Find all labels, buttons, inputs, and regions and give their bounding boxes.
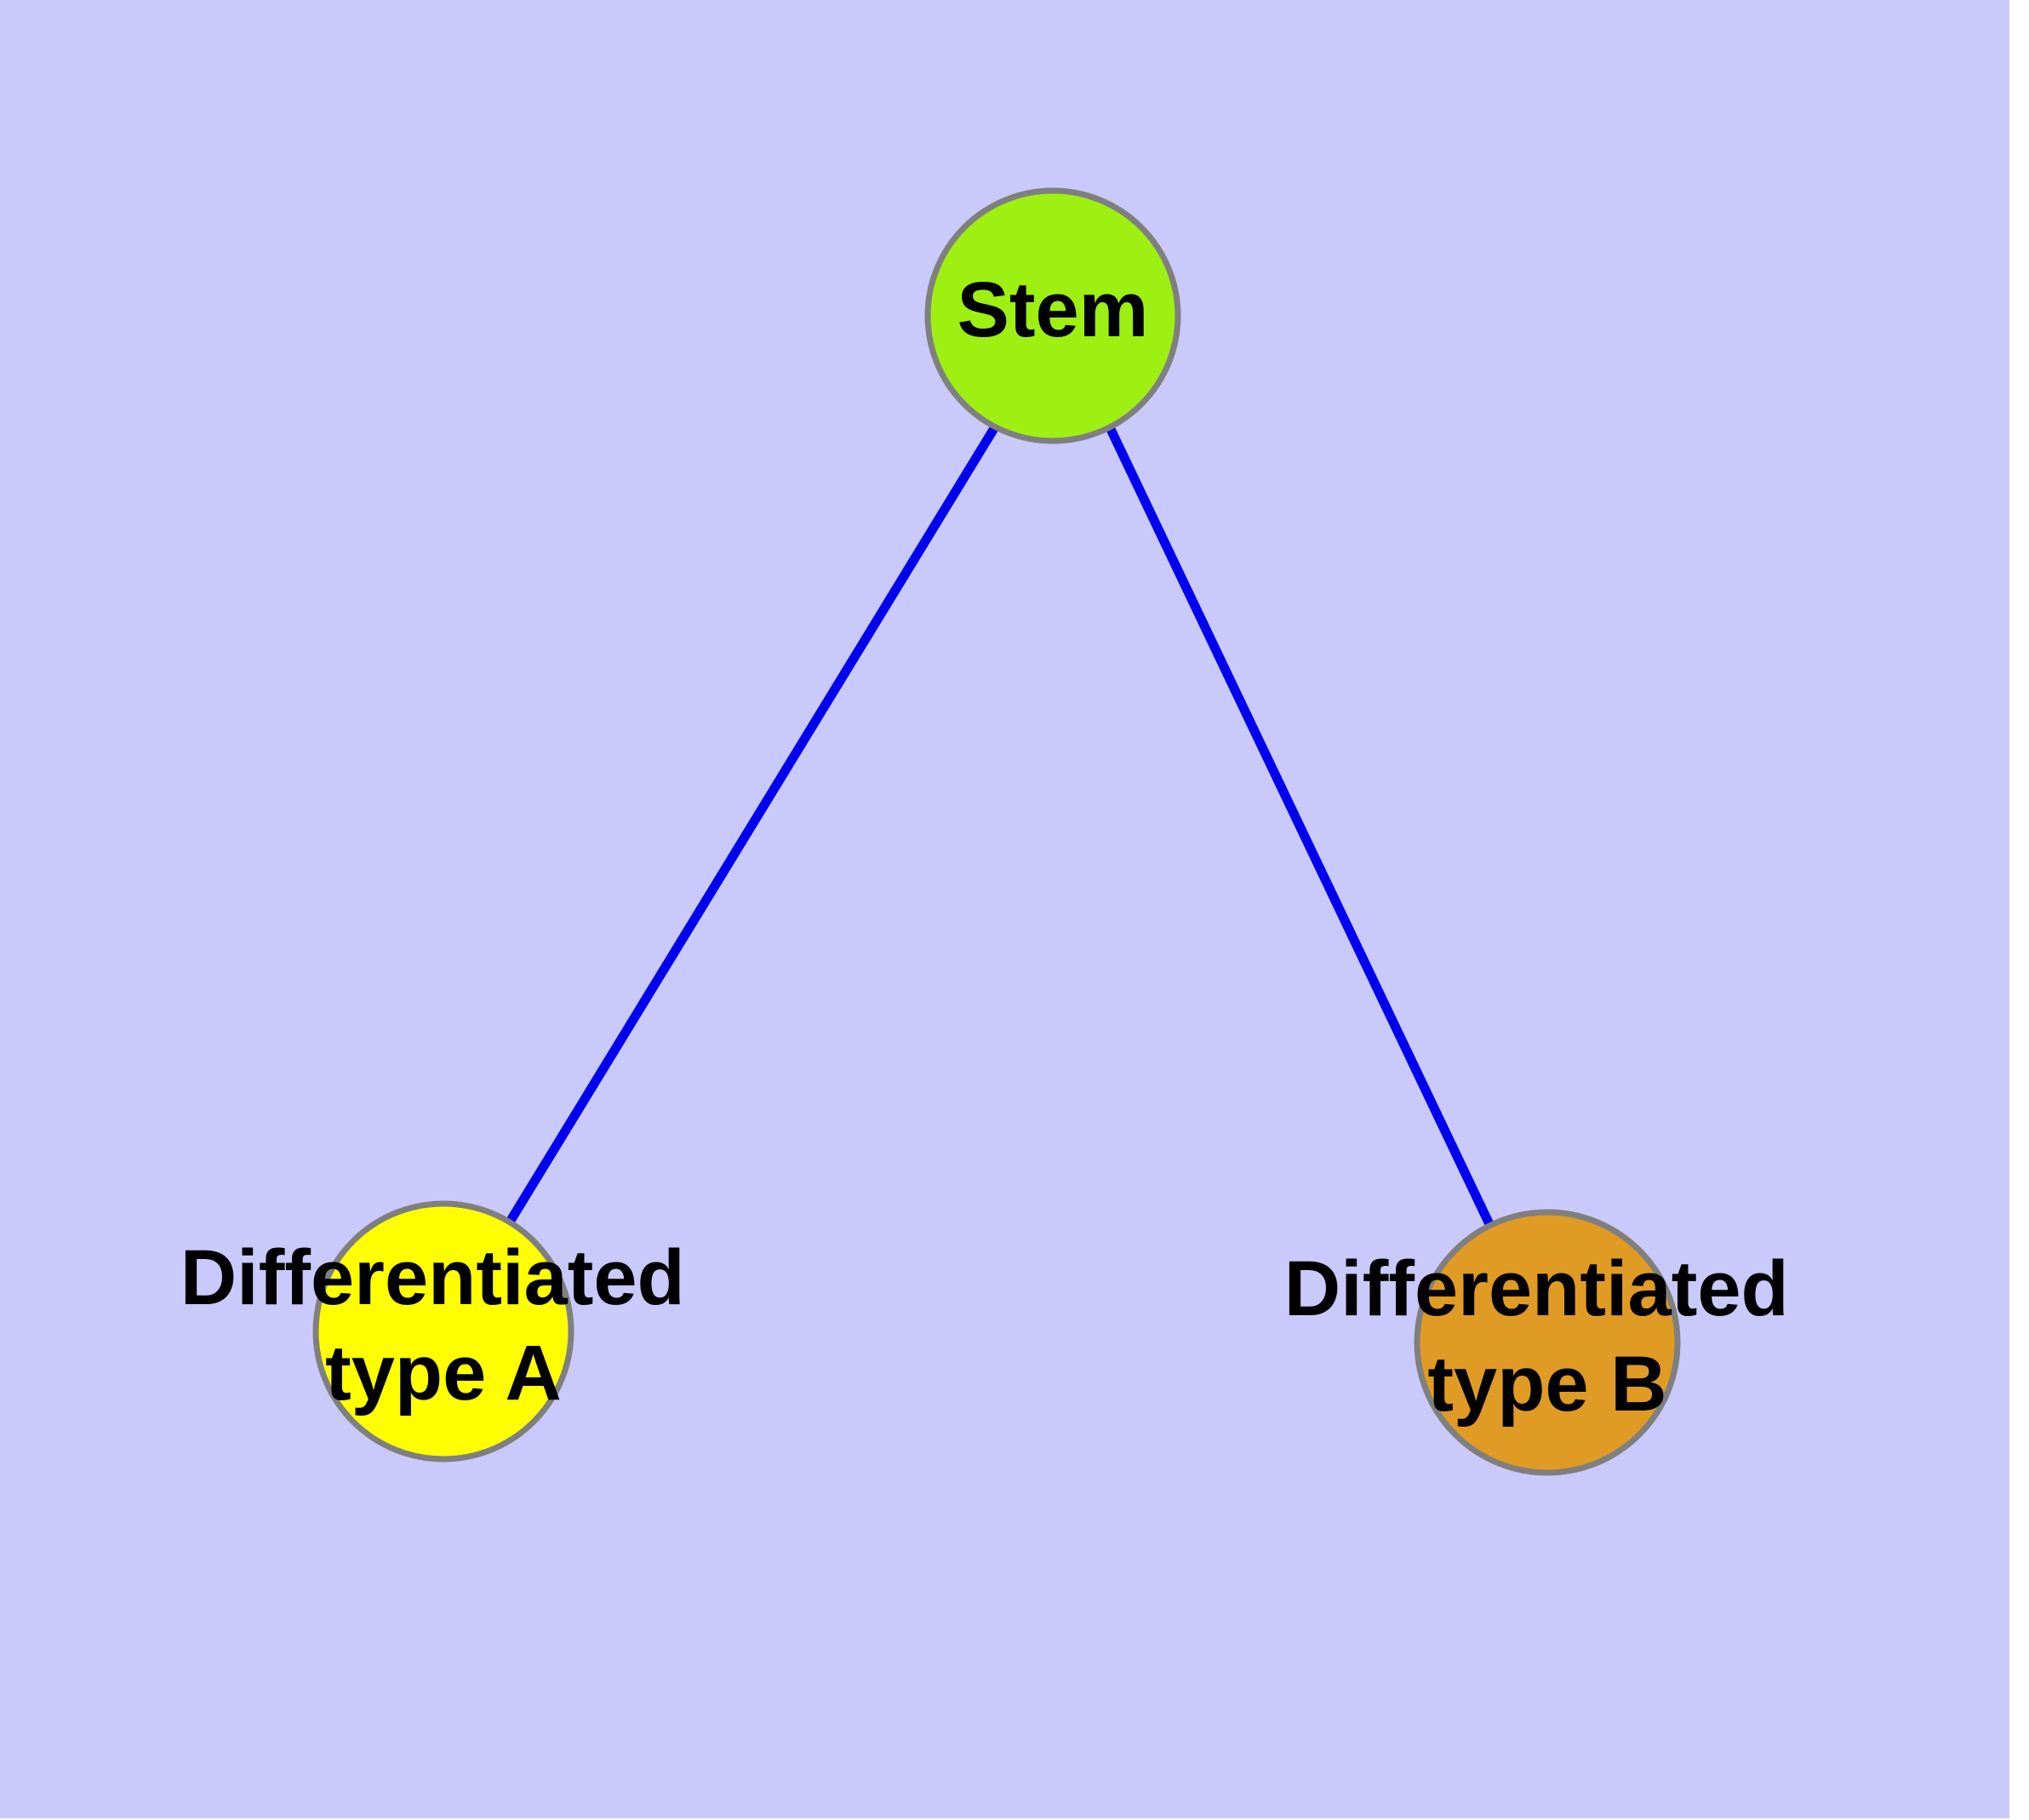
edge-stem-to-differentiated-type-b[interactable] — [1105, 423, 1494, 1227]
node-differentiated-type-a-label: Differentiated type A — [180, 1234, 707, 1417]
nodes-layer — [312, 187, 1681, 1476]
node-differentiated-type-b-circle[interactable] — [1414, 1209, 1681, 1476]
node-stem-label: Stem — [957, 266, 1149, 353]
node-differentiated-type-b-label-line2: type B — [1427, 1341, 1666, 1428]
node-differentiated-type-b-label: Differentiated type B — [1284, 1245, 1811, 1428]
node-differentiated-type-b[interactable] — [1414, 1209, 1681, 1476]
node-stem-circle[interactable] — [924, 187, 1181, 444]
node-differentiated-type-b-label-line1: Differentiated — [1284, 1245, 1789, 1332]
edges-layer — [505, 423, 1494, 1227]
node-stem-label-line1: Stem — [957, 266, 1149, 353]
labels-layer: Stem Differentiated type A Differentiate… — [180, 266, 1811, 1428]
node-stem[interactable] — [924, 187, 1181, 444]
node-differentiated-type-a-label-line1: Differentiated — [180, 1234, 685, 1321]
edge-stem-to-differentiated-type-a[interactable] — [505, 423, 1000, 1226]
node-differentiated-type-a-label-line2: type A — [325, 1330, 562, 1417]
node-differentiated-type-a[interactable] — [312, 1200, 574, 1462]
node-differentiated-type-a-circle[interactable] — [312, 1200, 574, 1462]
